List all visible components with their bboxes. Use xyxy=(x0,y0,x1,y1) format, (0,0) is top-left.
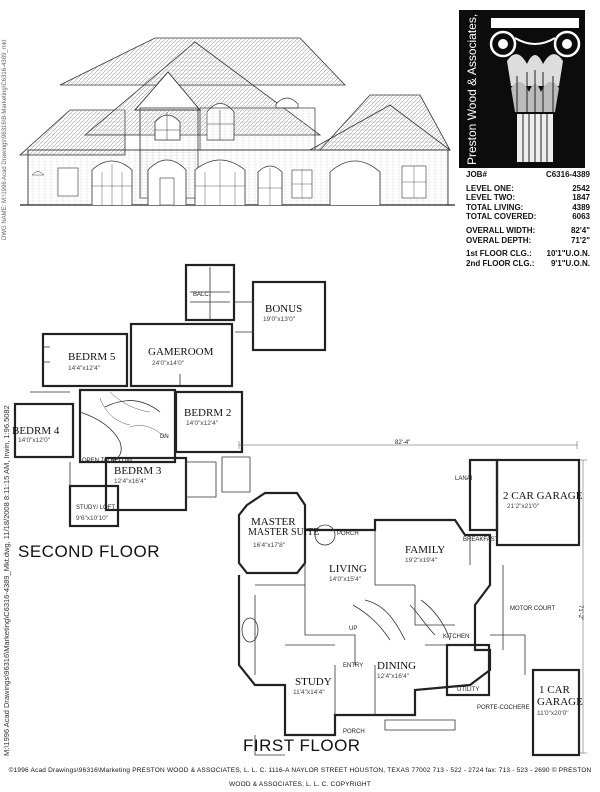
spec-row: LEVEL TWO:1847 xyxy=(466,193,590,203)
master-name-1: MASTER xyxy=(251,516,296,528)
spec-row: 2nd FLOOR CLG.:9'1"U.O.N. xyxy=(466,258,590,268)
overall-depth-dim: 71'-2" xyxy=(577,605,583,620)
job-row: JOB# C6316-4389 xyxy=(466,170,590,180)
family-dim: 19'2"x19'4" xyxy=(405,557,438,564)
spec-row: OVERAL DEPTH:71'2" xyxy=(466,235,590,245)
bedrm5-name: BEDRM 5 xyxy=(68,351,116,363)
family-name: FAMILY xyxy=(405,544,445,556)
study-name: STUDY xyxy=(295,676,332,688)
garage1-name-1: 1 CAR xyxy=(539,684,571,696)
garage2-dim: 21'2"x21'0" xyxy=(507,503,540,510)
master-dim: 16'4"x17'8" xyxy=(253,542,286,549)
job-value: C6316-4389 xyxy=(545,170,590,179)
garage1-name-2: GARAGE xyxy=(537,696,583,708)
bonus-dim: 19'0"x13'0" xyxy=(263,316,296,323)
second-floor-plan: BALC. BONUS 19'0"x13'0" GAMEROOM 24'0"x1… xyxy=(12,263,327,528)
corinthian-column-icon xyxy=(489,18,581,162)
bonus-name: BONUS xyxy=(265,303,302,315)
breakfast-label: BREAKFAST xyxy=(463,537,499,543)
overall-width-dim: 82'-4" xyxy=(395,440,410,446)
living-name: LIVING xyxy=(329,563,367,575)
lanai-label: LANAI xyxy=(455,476,473,482)
job-label: JOB# xyxy=(466,170,487,179)
spec-row: OVERALL WIDTH:82'4" xyxy=(466,225,590,235)
entry-label: ENTRY xyxy=(343,663,363,669)
porch-bottom-label: PORCH xyxy=(343,729,365,735)
firm-logo: Preston Wood & Associates, L.L.C. xyxy=(459,10,585,168)
svg-text:Preston Wood & Associates, L.L: Preston Wood & Associates, L.L.C. xyxy=(465,10,479,165)
garage1-full-label: 1 CAR GARAGE xyxy=(533,760,541,761)
study-loft-name: STUDY/ LOFT xyxy=(76,505,115,511)
firm-name-vertical: Preston Wood & Associates, L.L.C. xyxy=(465,10,479,165)
first-floor-title: FIRST FLOOR xyxy=(243,736,361,755)
dn-label: DN xyxy=(160,434,169,440)
drawing-path-top: DWG NAME: M:\1996 Acad Drawings\96316\B-… xyxy=(2,39,8,240)
motor-court-label: MOTOR COURT xyxy=(510,606,555,612)
master-suite-label: MASTER SUITE xyxy=(248,527,320,538)
study-dim: 11'4"x14'4" xyxy=(293,689,325,696)
up-label: UP xyxy=(349,626,357,632)
living-dim: 14'0"x15'4" xyxy=(329,576,362,583)
dining-name: DINING xyxy=(377,660,416,672)
spec-row: TOTAL COVERED:6063 xyxy=(466,212,590,222)
second-floor-title: SECOND FLOOR xyxy=(18,542,161,561)
balc-label: BALC. xyxy=(193,292,211,298)
bedrm4-dim: 14'0"x12'0" xyxy=(18,437,51,444)
garage2-name: 2 CAR GARAGE xyxy=(503,490,583,502)
open-below-label: OPEN TO BELOW xyxy=(82,458,132,464)
utility-label: UTILITY xyxy=(457,687,479,693)
bedrm5-dim: 14'4"x12'4" xyxy=(68,365,101,372)
footer-copyright: ©1996 Acad Drawings\96316\Marketing PRES… xyxy=(8,767,592,788)
porte-cochere-label: PORTE-COCHERE xyxy=(477,705,530,711)
bedrm3-dim: 12'4"x16'4" xyxy=(114,478,147,485)
spec-row: TOTAL LIVING:4389 xyxy=(466,202,590,212)
gameroom-dim: 24'0"x14'0" xyxy=(152,360,185,367)
dining-dim: 12'4"x16'4" xyxy=(377,673,410,680)
garage1-dim: 11'0"x20'0" xyxy=(537,710,569,717)
spec-row: LEVEL ONE:2542 xyxy=(466,183,590,193)
spec-table: JOB# C6316-4389 LEVEL ONE:2542 LEVEL TWO… xyxy=(466,170,590,268)
kitchen-label: KITCHEN xyxy=(443,634,469,640)
gameroom-name: GAMEROOM xyxy=(148,346,214,358)
first-floor-plan: 82'-4" 71'-2" MASTER 16 xyxy=(237,440,587,757)
porch-top-label: PORCH xyxy=(337,531,359,537)
bedrm4-name: BEDRM 4 xyxy=(12,425,60,437)
study-loft-dim: 9'6"x10'10" xyxy=(76,515,109,522)
bedrm3-name: BEDRM 3 xyxy=(114,465,162,477)
spec-row: 1st FLOOR CLG.:10'1"U.O.N. xyxy=(466,249,590,259)
bedrm2-name: BEDRM 2 xyxy=(184,407,231,419)
front-elevation-drawing xyxy=(18,37,455,206)
bedrm2-dim: 14'0"x12'4" xyxy=(186,420,219,427)
